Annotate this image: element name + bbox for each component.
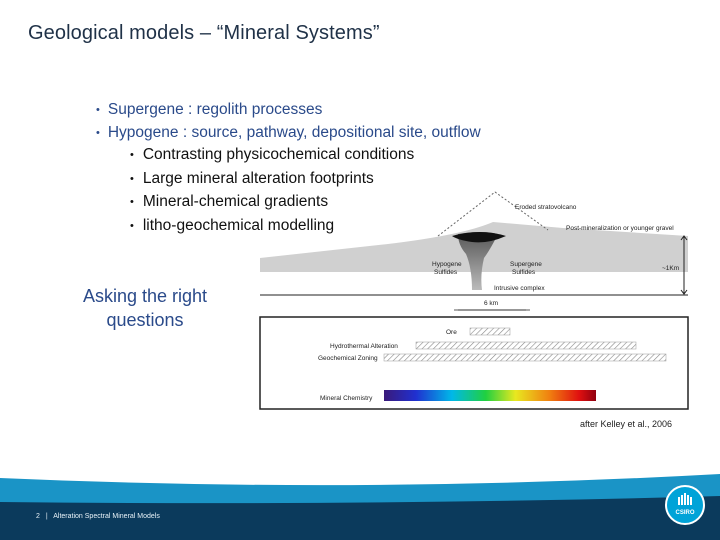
sub-bullet-alteration-footprints: Large mineral alteration footprints: [130, 168, 414, 192]
label-geochemical-zoning: Geochemical Zoning: [318, 355, 378, 362]
mineral-system-diagram: Eroded stratovolcano Post-mineralization…: [259, 191, 689, 410]
label-post-mineralization: Post-mineralization or younger gravel: [566, 225, 674, 232]
footprint-box: [259, 316, 689, 410]
main-bullet-list: Supergene : regolith processes Hypogene …: [96, 99, 481, 145]
label-ore: Ore: [446, 329, 457, 336]
label-intrusive-complex: Intrusive complex: [494, 285, 545, 292]
label-eroded-stratovolcano: Eroded stratovolcano: [515, 204, 577, 211]
alteration-bar: [415, 341, 637, 350]
sub-bullet-gradients: Mineral-chemical gradients: [130, 191, 414, 215]
label-mineral-chemistry: Mineral Chemistry: [320, 395, 373, 402]
label-supergene-line-2: Sulfides: [512, 269, 536, 276]
mineral-chemistry-spectrum: [384, 390, 596, 401]
bullet-supergene: Supergene : regolith processes: [96, 99, 481, 122]
footer-caption: 2 | Alteration Spectral Mineral Models: [36, 513, 160, 520]
label-width: 6 km: [484, 300, 498, 307]
sub-bullet-physicochemical: Contrasting physicochemical conditions: [130, 144, 414, 168]
geochemical-bar: [383, 353, 667, 362]
label-depth: ~1Km: [662, 265, 679, 272]
footer-label: Alteration Spectral Mineral Models: [53, 513, 160, 520]
label-supergene-line-1: Supergene: [510, 261, 542, 268]
label-hypogene-line-1: Hypogene: [432, 261, 462, 268]
footer-band: [0, 474, 720, 540]
ore-bar: [469, 327, 511, 336]
csiro-logo: CSIRO: [665, 485, 705, 525]
label-hydrothermal-alteration: Hydrothermal Alteration: [330, 343, 398, 350]
csiro-logo-icon: CSIRO: [675, 493, 695, 516]
footer-separator: |: [45, 513, 48, 520]
citation: after Kelley et al., 2006: [580, 419, 673, 429]
bullet-hypogene: Hypogene : source, pathway, depositional…: [96, 122, 481, 145]
sub-bullet-list: Contrasting physicochemical conditions L…: [130, 144, 414, 238]
callout-line-1: Asking the right: [82, 286, 208, 306]
sub-bullet-modelling: litho-geochemical modelling: [130, 215, 414, 239]
csiro-logo-text: CSIRO: [675, 510, 694, 516]
callout-line-2: questions: [106, 310, 184, 330]
label-hypogene-line-2: Sulfides: [434, 269, 458, 276]
callout-text: Asking the right questions: [60, 284, 230, 332]
cross-section: [260, 191, 688, 311]
page-number: 2: [36, 513, 40, 520]
slide-title: Geological models – “Mineral Systems”: [28, 22, 380, 44]
